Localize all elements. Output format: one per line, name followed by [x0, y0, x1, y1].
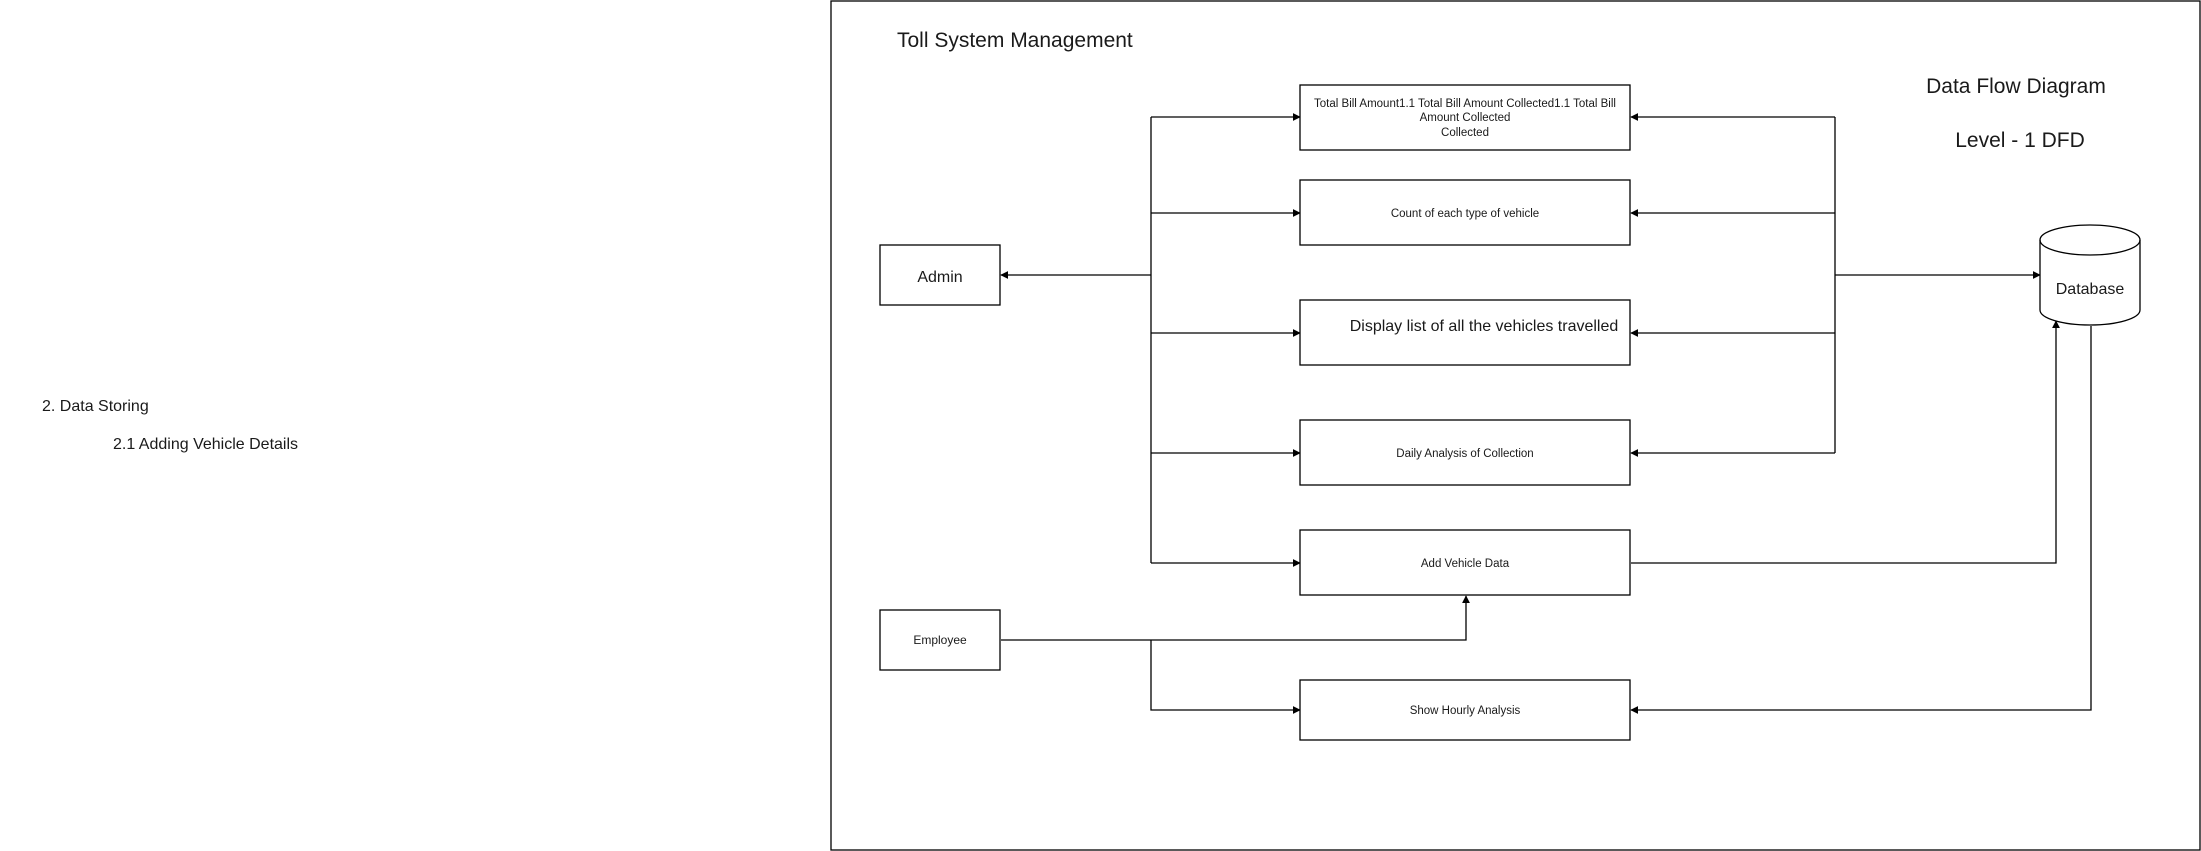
side-note-section: 2. Data Storing	[42, 398, 149, 415]
edge-database-to-hourly	[1630, 326, 2092, 714]
process-display-vehicles-label: Display list of all the vehicles travell…	[1350, 318, 1619, 335]
process-total-bill-line1: Total Bill Amount1.1 Total Bill Amount C…	[1314, 98, 1616, 110]
diagram-title: Toll System Management	[897, 29, 1133, 52]
process-add-vehicle-data-label: Add Vehicle Data	[1421, 558, 1510, 570]
process-count-vehicle-types[interactable]: Count of each type of vehicle	[1299, 179, 1631, 246]
process-total-bill-line3: Collected	[1441, 127, 1489, 139]
process-display-vehicles[interactable]: Display list of all the vehicles travell…	[1299, 299, 1631, 366]
edge-add-to-database	[1631, 320, 2060, 564]
process-hourly-analysis[interactable]: Show Hourly Analysis	[1299, 679, 1631, 741]
diagram-heading: Data Flow Diagram	[1926, 75, 2106, 98]
process-daily-analysis-label: Daily Analysis of Collection	[1396, 448, 1533, 460]
side-note-subsection: 2.1 Adding Vehicle Details	[113, 436, 298, 453]
process-total-bill[interactable]: Total Bill Amount1.1 Total Bill Amount C…	[1299, 84, 1631, 151]
process-add-vehicle-data[interactable]: Add Vehicle Data	[1299, 529, 1631, 596]
entity-admin[interactable]: Admin	[879, 244, 1001, 306]
process-total-bill-line2: Amount Collected	[1420, 112, 1511, 124]
process-hourly-analysis-label: Show Hourly Analysis	[1410, 705, 1521, 717]
entity-admin-label: Admin	[917, 269, 962, 286]
edge-employee-to-hourly	[1150, 640, 1301, 714]
edge-employee-to-add	[1001, 595, 1470, 641]
edges	[1000, 113, 2092, 714]
diagram-frame	[830, 0, 2201, 851]
diagram-level: Level - 1 DFD	[1955, 129, 2085, 152]
process-count-vehicle-types-label: Count of each type of vehicle	[1391, 208, 1539, 220]
entity-employee[interactable]: Employee	[879, 609, 1001, 671]
entity-employee-label: Employee	[913, 633, 967, 647]
store-database-label: Database	[2056, 281, 2125, 298]
process-daily-analysis[interactable]: Daily Analysis of Collection	[1299, 419, 1631, 486]
store-database[interactable]: Database	[2039, 224, 2141, 326]
